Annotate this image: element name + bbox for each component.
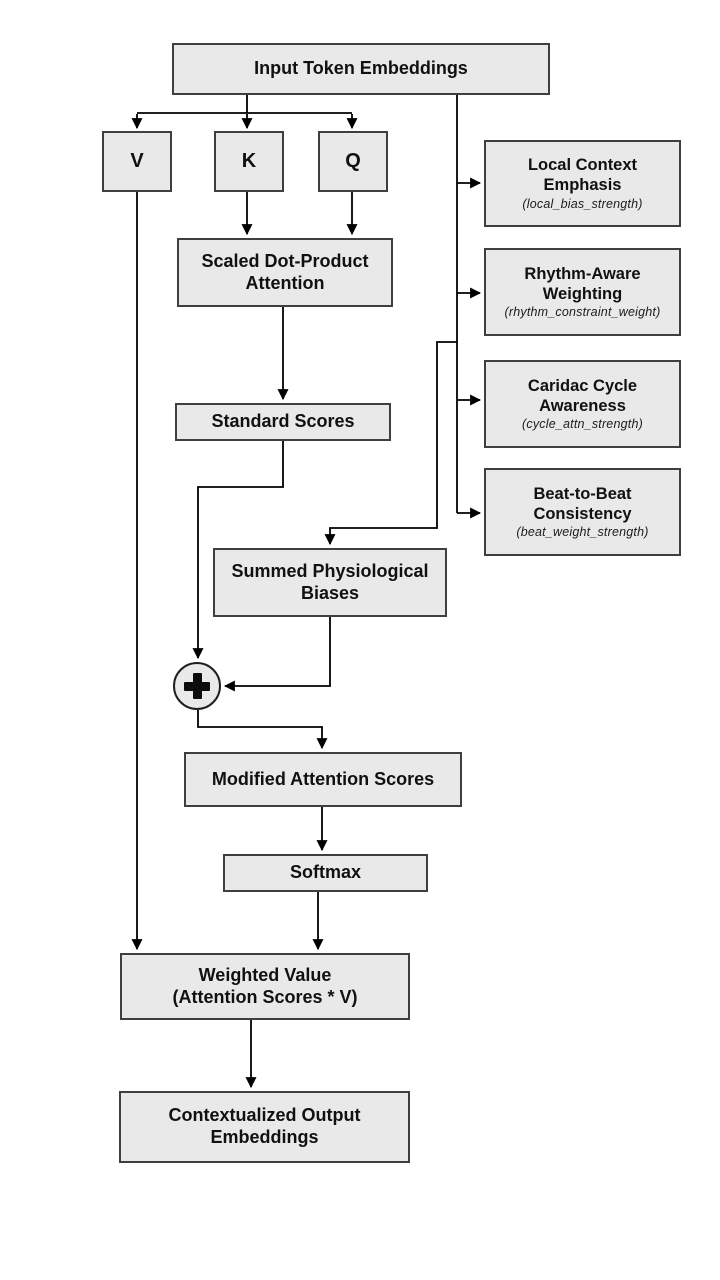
node-title: Rhythm-Aware Weighting [524, 264, 641, 303]
node-label: Modified Attention Scores [211, 768, 435, 789]
node-label: Scaled Dot-Product Attention [201, 250, 369, 293]
node-rhythm-aware-weighting: Rhythm-Aware Weighting (rhythm_constrain… [484, 248, 681, 336]
node-key-k: K [214, 131, 284, 192]
node-label: Input Token Embeddings [254, 58, 468, 79]
node-softmax: Softmax [223, 854, 428, 892]
plus-icon [192, 673, 202, 699]
node-query-q: Q [318, 131, 388, 192]
node-label: Q [345, 150, 361, 173]
node-input-token-embeddings: Input Token Embeddings [172, 43, 550, 95]
node-parameter: (rhythm_constraint_weight) [504, 305, 661, 319]
node-contextualized-output-embeddings: Contextualized Output Embeddings [119, 1091, 410, 1163]
node-parameter: (beat_weight_strength) [516, 525, 649, 539]
node-beat-to-beat-consistency: Beat-to-Beat Consistency (beat_weight_st… [484, 468, 681, 556]
node-local-context-emphasis: Local Context Emphasis (local_bias_stren… [484, 140, 681, 227]
node-label: Softmax [289, 862, 361, 883]
node-summed-physiological-biases: Summed Physiological Biases [213, 548, 447, 617]
node-cardiac-cycle-awareness: Caridac Cycle Awareness (cycle_attn_stre… [484, 360, 681, 448]
sum-junction [173, 662, 221, 710]
node-value-v: V [102, 131, 172, 192]
node-standard-scores: Standard Scores [175, 403, 391, 441]
node-label: V [130, 150, 144, 173]
node-label: Contextualized Output Embeddings [168, 1105, 361, 1147]
node-scaled-dot-product-attention: Scaled Dot-Product Attention [177, 238, 393, 307]
node-parameter: (local_bias_strength) [522, 196, 643, 211]
node-weighted-value: Weighted Value (Attention Scores * V) [120, 953, 410, 1020]
node-label: Summed Physiological Biases [231, 560, 429, 603]
node-title: Beat-to-Beat Consistency [533, 484, 632, 523]
node-label: Weighted Value (Attention Scores * V) [172, 964, 358, 1007]
node-modified-attention-scores: Modified Attention Scores [184, 752, 462, 807]
node-title: Local Context Emphasis [527, 156, 638, 195]
node-parameter: (cycle_attn_strength) [522, 417, 643, 431]
node-label: Standard Scores [211, 411, 355, 432]
node-title: Caridac Cycle Awareness [527, 376, 638, 415]
node-label: K [241, 150, 257, 173]
